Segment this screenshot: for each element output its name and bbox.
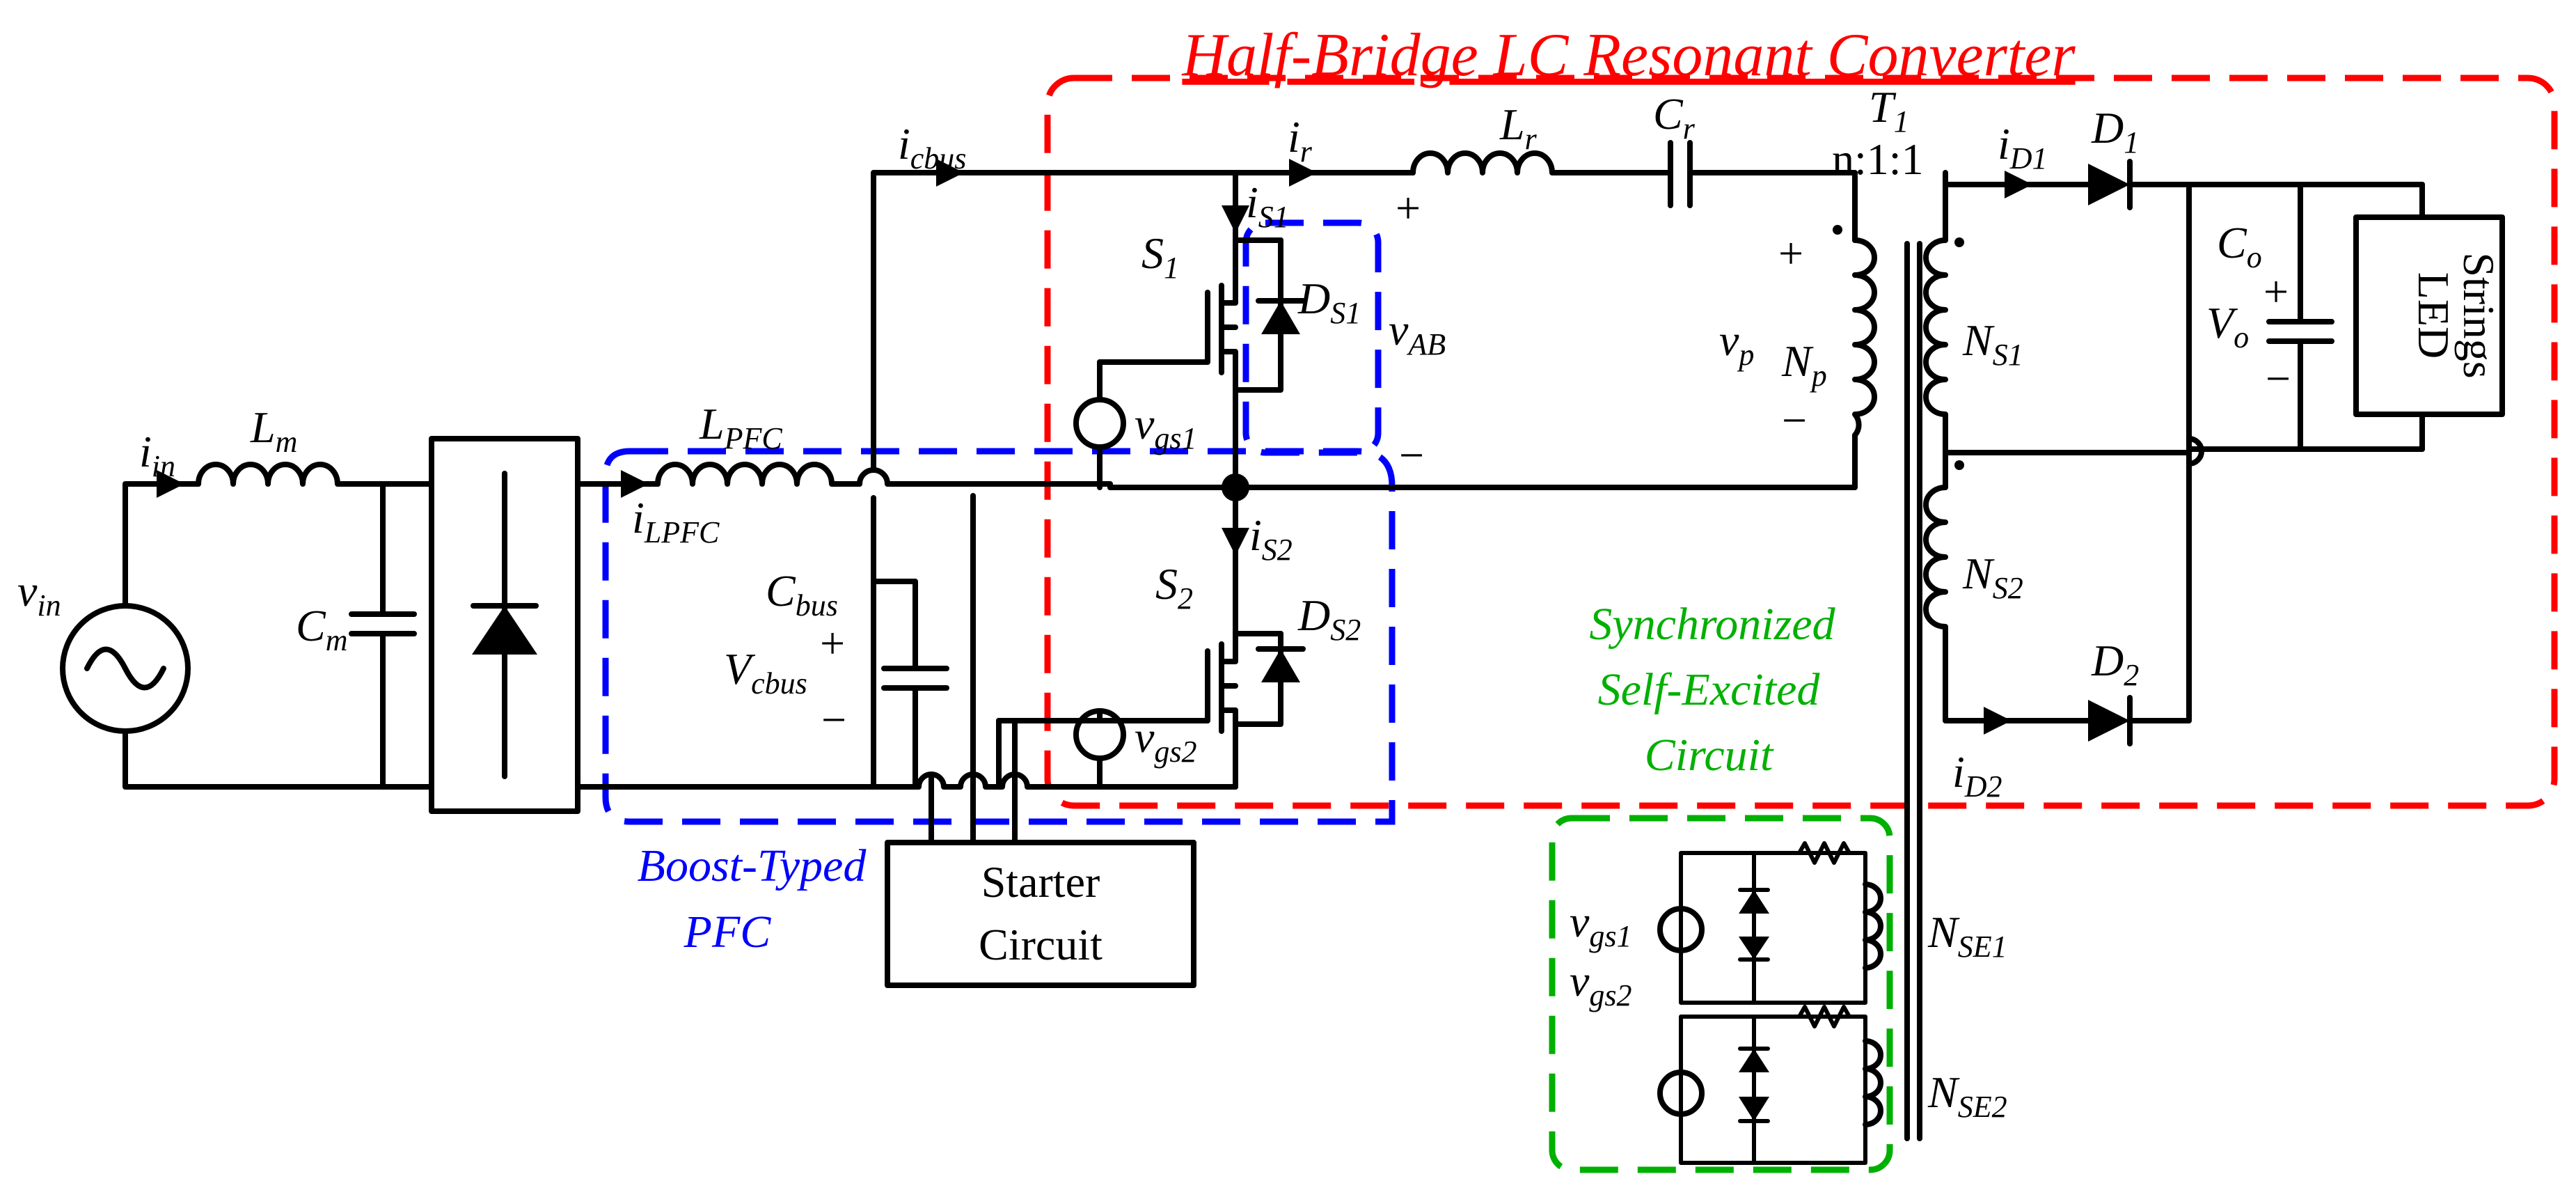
- label-cm: Cm: [296, 601, 347, 657]
- sync-group-title-line3: Circuit: [1645, 730, 1774, 781]
- label-vab: vAB: [1389, 305, 1446, 361]
- pfc-group-title-line2: PFC: [683, 907, 772, 957]
- inductor-lpfc: [655, 462, 862, 487]
- label-ds1: DS1: [1297, 274, 1361, 330]
- bridge-rectifier: [429, 436, 580, 814]
- label-ir: ir: [1288, 112, 1313, 169]
- secondary-dot-2: [1954, 460, 1964, 470]
- sign-vab-minus: −: [1399, 430, 1424, 480]
- ac-source: [60, 603, 191, 734]
- wire-input-top: [123, 481, 201, 609]
- label-vin: vin: [17, 566, 61, 623]
- led-label-line2: Strings: [2454, 252, 2504, 378]
- label-d2: D2: [2091, 636, 2139, 692]
- label-id2: iD2: [1952, 747, 2002, 804]
- transformer-primary-np: [1852, 237, 1877, 438]
- mosfet-s1: [1097, 237, 1238, 393]
- sign-vab-plus: +: [1396, 183, 1421, 233]
- label-ns2: NS2: [1962, 549, 2023, 605]
- label-ns1: NS1: [1962, 315, 2023, 372]
- mosfet-s2: [996, 575, 1283, 790]
- capacitor-cbus: [871, 579, 949, 790]
- diode-ds2: [1233, 631, 1306, 727]
- self-excited-driver-2: [1657, 1005, 1883, 1165]
- label-s1: S1: [1141, 228, 1179, 285]
- diode-d1: [2088, 159, 2192, 210]
- diode-d2: [2088, 461, 2192, 746]
- label-lr: Lr: [1499, 100, 1538, 156]
- sign-vo-minus: −: [2266, 354, 2291, 403]
- sign-cbus-plus: +: [820, 618, 845, 668]
- label-is1: iS1: [1246, 178, 1289, 234]
- primary-dot: [1833, 225, 1842, 235]
- pfc-group-title-line1: Boost-Typed: [638, 840, 867, 891]
- diode-ds1: [1233, 237, 1306, 393]
- wire-pfc-to-bridge-node: [857, 467, 1113, 490]
- sign-cbus-minus: −: [821, 695, 846, 744]
- wire-bus-positive-rail: [871, 170, 1388, 473]
- label-nse2: NSE2: [1927, 1067, 2007, 1124]
- label-np: Np: [1781, 336, 1827, 393]
- capacitor-co: [2266, 182, 2334, 452]
- wire-d2: [1943, 707, 2091, 723]
- capacitor-cr: [1584, 140, 1858, 243]
- starter-label-line2: Circuit: [979, 920, 1103, 969]
- wire-center-tap: [1943, 436, 2425, 467]
- transformer-secondary-ns1: [1923, 170, 1948, 455]
- gate-source-vgs2: [1073, 708, 1126, 790]
- label-cbus: Cbus: [766, 566, 838, 623]
- wire-bus-negative: [575, 772, 1238, 790]
- label-t1: T1: [1869, 82, 1909, 139]
- label-vgs1: vgs1: [1135, 399, 1197, 455]
- label-lpfc: LPFC: [699, 399, 782, 455]
- label-vgs2-se: vgs2: [1570, 956, 1632, 1012]
- label-nse1: NSE1: [1927, 907, 2007, 964]
- label-vcbus: Vcbus: [724, 644, 807, 700]
- label-id1: iD1: [1998, 119, 2048, 175]
- label-vgs2: vgs2: [1135, 712, 1197, 769]
- led-label-line1: LED: [2409, 272, 2458, 359]
- sign-vo-plus: +: [2263, 267, 2289, 316]
- starter-label-line1: Starter: [981, 857, 1100, 907]
- inductor-lr: [1410, 150, 1673, 175]
- capacitor-cm: [349, 481, 417, 790]
- label-s2: S2: [1155, 559, 1193, 616]
- transformer-core: [1904, 241, 1922, 1141]
- wire-output-positive: [2186, 182, 2425, 441]
- led-strings-block: [2353, 182, 2505, 452]
- half-bridge-group-title: Half-Bridge LC Resonant Converter: [1181, 22, 2076, 89]
- label-is2: iS2: [1249, 510, 1293, 567]
- label-cr: Cr: [1653, 89, 1696, 146]
- label-iin: iin: [139, 427, 175, 483]
- gate-source-vgs1: [1073, 359, 1126, 490]
- pfc-group-box: [602, 448, 1396, 825]
- sync-group-title-line1: Synchronized: [1589, 599, 1835, 650]
- ds1-region-box: [1242, 219, 1382, 456]
- label-d1: D1: [2091, 103, 2139, 159]
- self-excited-driver-1: [1657, 841, 1883, 1005]
- label-turns-ratio: n:1:1: [1832, 134, 1924, 184]
- labels: vin iin Lm Cm LPFC iLPFC icbus Cbus Vcbu…: [17, 82, 2504, 1124]
- wire-node-a: [1107, 432, 1858, 490]
- self-excited-group-box: [1549, 815, 1893, 1173]
- starter-circuit-block: [885, 840, 1196, 988]
- label-ds2: DS2: [1297, 590, 1361, 647]
- label-vgs1-se: vgs1: [1570, 897, 1632, 953]
- sign-vp-minus: −: [1782, 396, 1807, 445]
- label-co: Co: [2217, 218, 2262, 274]
- label-ilpfc: iLPFC: [632, 493, 720, 549]
- inductor-lm: [196, 462, 434, 487]
- wire-input-bottom: [123, 728, 434, 790]
- label-vp: vp: [1719, 315, 1754, 372]
- secondary-dot-1: [1954, 237, 1964, 247]
- label-vo: Vo: [2206, 298, 2249, 354]
- half-bridge-group-box: [1044, 75, 2558, 809]
- sync-group-title-line2: Self-Excited: [1598, 664, 1821, 715]
- sign-vp-plus: +: [1778, 228, 1803, 278]
- label-icbus: icbus: [898, 119, 966, 175]
- transformer-secondary-ns2: [1923, 450, 1948, 713]
- label-lm: Lm: [250, 402, 297, 459]
